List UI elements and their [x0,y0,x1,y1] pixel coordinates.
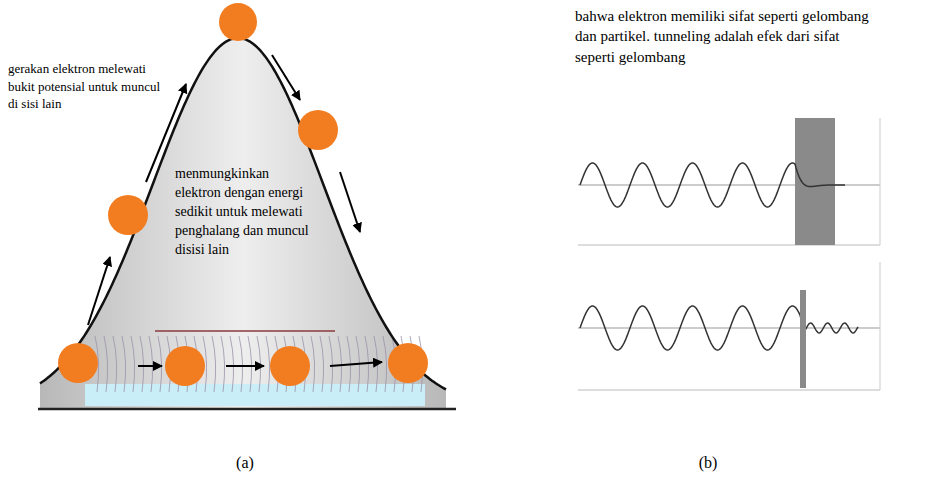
thin-barrier [800,290,806,388]
electron [298,110,338,150]
wave-function [580,163,845,207]
arrow [138,365,162,367]
hatch-line [131,336,135,392]
electron [108,195,148,235]
axis-line [880,118,881,245]
wave-function [580,306,858,350]
hatch-line [338,336,342,392]
panel-label: (b) [678,452,738,474]
electron-circles [58,3,428,386]
axis-line [578,328,880,329]
hatch-line [311,336,315,392]
electron [388,343,428,383]
panel-label: (a) [215,452,275,474]
axis-line [880,262,881,390]
hatch-line [329,336,333,392]
wave-note: bahwa elektron memiliki sifat seperti ge… [575,6,875,67]
hatch-line [212,336,216,392]
tunnel-band [85,384,425,406]
hatch-line [104,336,108,392]
arrow [340,172,360,232]
hatch-line [113,336,117,392]
arrow [88,257,110,325]
hatch-line [320,336,324,392]
hatch-line [158,336,162,392]
hatch-line [266,336,270,392]
wave-plot-frames [578,118,880,390]
electron [270,346,310,386]
hill-note: menmungkinkan elektron dengan energi sed… [175,165,310,259]
arrow [226,365,264,367]
motion-arrows [88,55,382,366]
hatch-line [122,336,126,392]
hatch-line [221,336,225,392]
electron [165,346,205,386]
hatch-line [230,336,234,392]
hatch-line [239,336,243,392]
hatch-line [383,336,387,392]
hatch-line [257,336,261,392]
note-text: gerakan elektron melewati bukit potensia… [8,60,160,113]
electron [219,3,257,41]
hatch-line [149,336,153,392]
base-line [38,408,456,411]
hatch-line [374,336,378,392]
hatch-line [248,336,252,392]
wave-curves [580,163,858,350]
arrow [272,55,300,100]
arrow [330,362,382,366]
electron [58,343,98,383]
tunnel-hatch [95,336,423,392]
energy-level-line [155,330,335,332]
hatch-line [140,336,144,392]
axis-line [578,390,880,391]
